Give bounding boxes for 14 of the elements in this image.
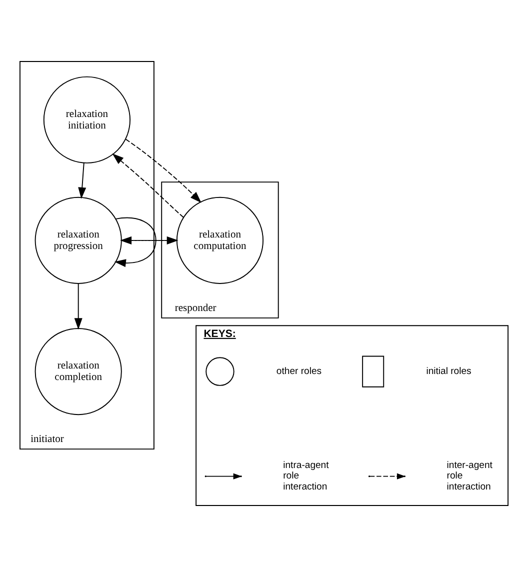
arrow — [78, 162, 86, 199]
node-circle: relaxation completion — [34, 328, 122, 416]
node-circle — [206, 357, 234, 386]
node-circle: relaxation computation — [176, 196, 264, 284]
legend-label: inter-agent role interaction — [446, 460, 492, 492]
arrow — [112, 153, 184, 218]
arrow — [114, 217, 156, 268]
legend-label: initial roles — [426, 366, 472, 377]
legend-label: other roles — [276, 366, 322, 377]
node-circle: relaxation progression — [34, 196, 122, 284]
arrow — [74, 283, 82, 330]
arrow — [125, 138, 202, 203]
legend-label: intra-agent role interaction — [283, 460, 329, 492]
node-box — [362, 356, 384, 388]
